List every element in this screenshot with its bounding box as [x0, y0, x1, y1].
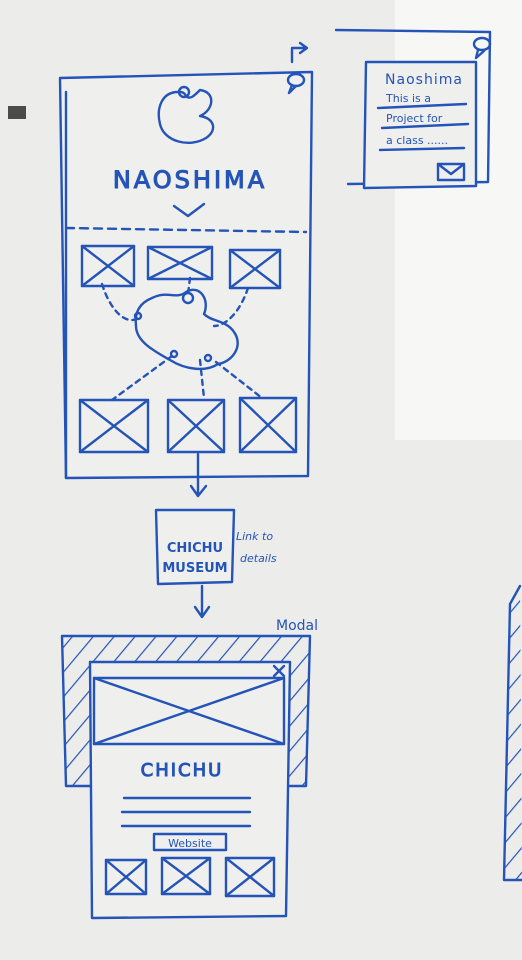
image-placeholder	[228, 248, 282, 290]
image-placeholder	[78, 398, 150, 454]
about-card-line-2: Project for	[386, 112, 443, 125]
image-placeholder	[104, 858, 148, 896]
website-button-label[interactable]: Website	[168, 837, 212, 850]
close-icon[interactable]	[272, 664, 286, 678]
image-placeholder	[146, 245, 214, 281]
about-card	[334, 28, 492, 190]
modal-dialog	[88, 660, 292, 920]
flow-arrow	[189, 452, 208, 498]
share-icon	[290, 41, 309, 64]
partial-sketch	[502, 584, 522, 882]
image-placeholder	[224, 856, 276, 898]
modal-hero-image	[92, 676, 286, 746]
link-card-title-2: MUSEUM	[162, 561, 227, 576]
website-button[interactable]	[152, 832, 228, 852]
link-card[interactable]	[154, 508, 236, 586]
image-placeholder	[160, 856, 212, 896]
eraser-mark	[8, 106, 26, 119]
modal-text-lines	[120, 796, 252, 828]
modal-label: Modal	[276, 618, 318, 634]
map-connectors	[100, 276, 264, 402]
image-placeholder	[238, 396, 298, 454]
speech-bubble-icon	[286, 72, 306, 95]
mail-icon	[436, 162, 466, 182]
link-note-1: Link to	[236, 530, 273, 543]
about-card-line-1: This is a	[385, 92, 431, 105]
about-card-title: Naoshima	[385, 72, 463, 88]
link-note-2: details	[240, 552, 277, 565]
page-title: NAOSHIMA	[113, 166, 267, 194]
main-phone-frame	[58, 70, 314, 480]
fold-divider	[64, 226, 308, 234]
image-placeholder	[80, 244, 136, 288]
link-card-title-1: CHICHU	[167, 541, 223, 556]
speech-bubble-icon	[472, 36, 492, 60]
chevron-down-icon	[172, 202, 206, 218]
flow-arrow	[193, 584, 211, 619]
about-card-line-3: a class ......	[386, 134, 448, 147]
image-placeholder	[166, 398, 226, 454]
logo-icon	[157, 85, 215, 144]
modal-title: CHICHU	[141, 760, 224, 781]
